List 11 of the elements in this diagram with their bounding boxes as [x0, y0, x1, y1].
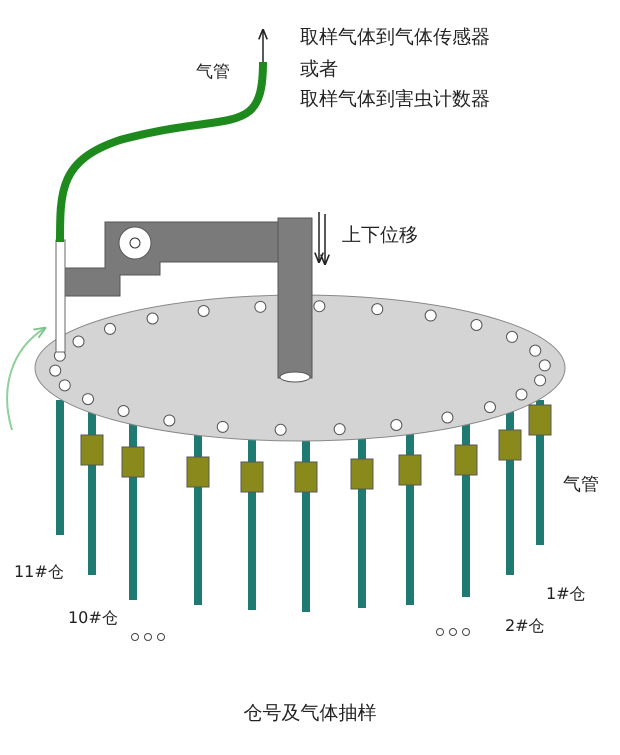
note-text: 或者: [300, 58, 338, 81]
bin-label: 2#仓: [505, 616, 545, 636]
part-label: 气管: [196, 62, 230, 82]
caption: 仓号及气体抽样: [242, 702, 378, 725]
bin-label: 1#仓: [546, 584, 586, 604]
note-text: 取样气体到气体传感器: [300, 26, 490, 49]
note-text: 取样气体到害虫计数器: [300, 88, 490, 111]
part-label: 气管: [563, 474, 599, 496]
bin-label: 10#仓: [68, 608, 118, 628]
bin-label: 11#仓: [14, 562, 64, 582]
motion-label: 上下位移: [342, 224, 418, 247]
